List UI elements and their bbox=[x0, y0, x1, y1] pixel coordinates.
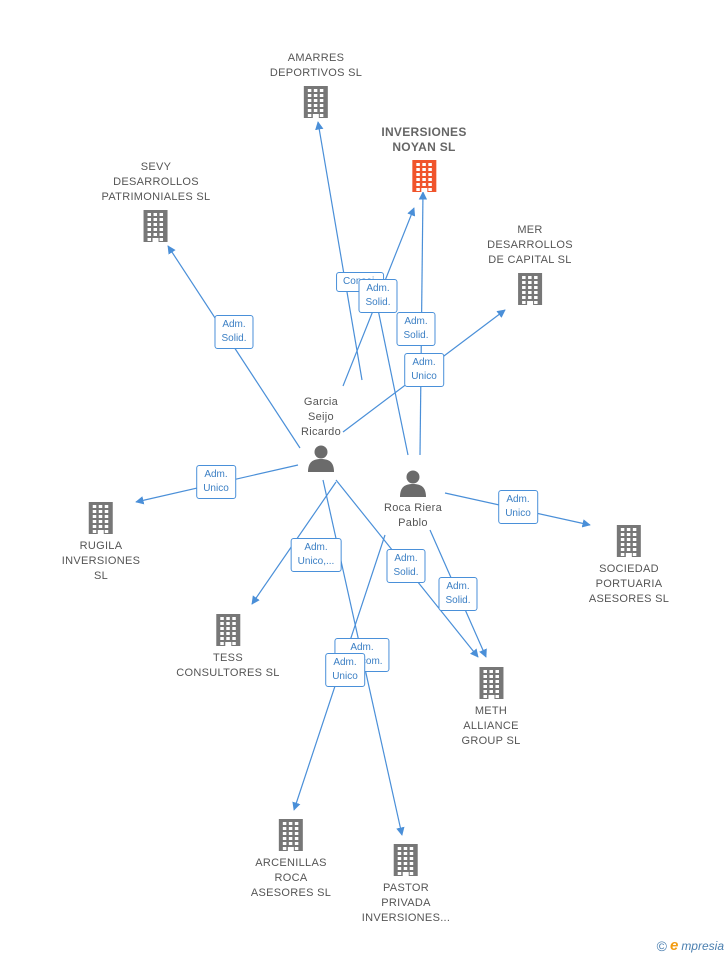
edge-label-garcia-rugila[interactable]: Adm. Unico bbox=[196, 465, 236, 499]
company-node-sevy[interactable]: SEVY DESARROLLOS PATRIMONIALES SL bbox=[102, 160, 211, 243]
person-icon bbox=[400, 470, 426, 497]
edge-label-garcia-meth[interactable]: Adm. Solid. bbox=[386, 549, 426, 583]
copyright-icon: © bbox=[656, 937, 667, 954]
person-node-garcia[interactable]: Garcia Seijo Ricardo bbox=[301, 395, 341, 472]
node-label[interactable]: Roca Riera Pablo bbox=[383, 502, 443, 529]
person-node-roca[interactable]: Roca Riera Pablo bbox=[384, 469, 442, 531]
building-icon bbox=[216, 614, 240, 646]
node-label[interactable]: ARCENILLAS ROCA ASESORES SL bbox=[250, 857, 332, 899]
node-label[interactable]: RUGILA INVERSIONES SL bbox=[61, 540, 141, 582]
building-icon bbox=[617, 525, 641, 557]
node-label[interactable]: PASTOR PRIVADA INVERSIONES... bbox=[361, 882, 451, 924]
node-label[interactable]: MER DESARROLLOS DE CAPITAL SL bbox=[487, 224, 573, 266]
building-icon bbox=[279, 819, 303, 851]
company-node-inversiones[interactable]: INVERSIONES NOYAN SL bbox=[381, 125, 466, 193]
brand-logo-text: mpresia bbox=[681, 938, 724, 953]
node-label[interactable]: SEVY DESARROLLOS PATRIMONIALES SL bbox=[101, 161, 211, 203]
building-icon bbox=[304, 86, 328, 118]
edge-label-roca-amarres[interactable]: Adm. Solid. bbox=[358, 279, 398, 313]
edge-label-roca-inversiones[interactable]: Adm. Solid. bbox=[396, 312, 436, 346]
building-icon bbox=[143, 210, 168, 242]
building-icon bbox=[394, 844, 418, 876]
company-node-amarres[interactable]: AMARRES DEPORTIVOS SL bbox=[270, 51, 362, 119]
company-node-mer[interactable]: MER DESARROLLOS DE CAPITAL SL bbox=[487, 223, 573, 306]
node-label[interactable]: SOCIEDAD PORTUARIA ASESORES SL bbox=[588, 563, 670, 605]
brand-logo-initial: e bbox=[669, 937, 679, 954]
edge-garcia-amarres bbox=[315, 121, 363, 381]
node-label[interactable]: Garcia Seijo Ricardo bbox=[300, 396, 342, 438]
company-node-tess[interactable]: TESS CONSULTORES SL bbox=[176, 613, 279, 681]
edge-label-roca-sociedad[interactable]: Adm. Unico bbox=[498, 490, 538, 524]
company-node-pastor[interactable]: PASTOR PRIVADA INVERSIONES... bbox=[362, 843, 451, 926]
building-icon bbox=[479, 667, 503, 699]
building-icon bbox=[411, 160, 436, 192]
building-icon bbox=[89, 502, 113, 534]
person-icon bbox=[307, 445, 334, 472]
company-node-sociedad[interactable]: SOCIEDAD PORTUARIA ASESORES SL bbox=[589, 524, 669, 607]
edge-label-garcia-sevy[interactable]: Adm. Solid. bbox=[214, 315, 254, 349]
edge-label-garcia-tess[interactable]: Adm. Unico,... bbox=[290, 538, 342, 572]
company-node-meth[interactable]: METH ALLIANCE GROUP SL bbox=[461, 666, 520, 749]
node-label[interactable]: TESS CONSULTORES SL bbox=[176, 652, 280, 679]
node-label[interactable]: METH ALLIANCE GROUP SL bbox=[461, 705, 521, 747]
company-node-rugila[interactable]: RUGILA INVERSIONES SL bbox=[62, 501, 141, 584]
edge-label-garcia-mer[interactable]: Adm. Unico bbox=[404, 353, 444, 387]
building-icon bbox=[517, 273, 542, 305]
edge-roca-amarres bbox=[371, 289, 409, 456]
node-label[interactable]: AMARRES DEPORTIVOS SL bbox=[269, 52, 363, 79]
company-node-arcenillas[interactable]: ARCENILLAS ROCA ASESORES SL bbox=[251, 818, 331, 901]
edge-label-roca-meth[interactable]: Adm. Solid. bbox=[438, 577, 478, 611]
edge-label-roca-arcenillas[interactable]: Adm. Unico bbox=[325, 653, 365, 687]
node-label[interactable]: INVERSIONES NOYAN SL bbox=[381, 125, 467, 154]
